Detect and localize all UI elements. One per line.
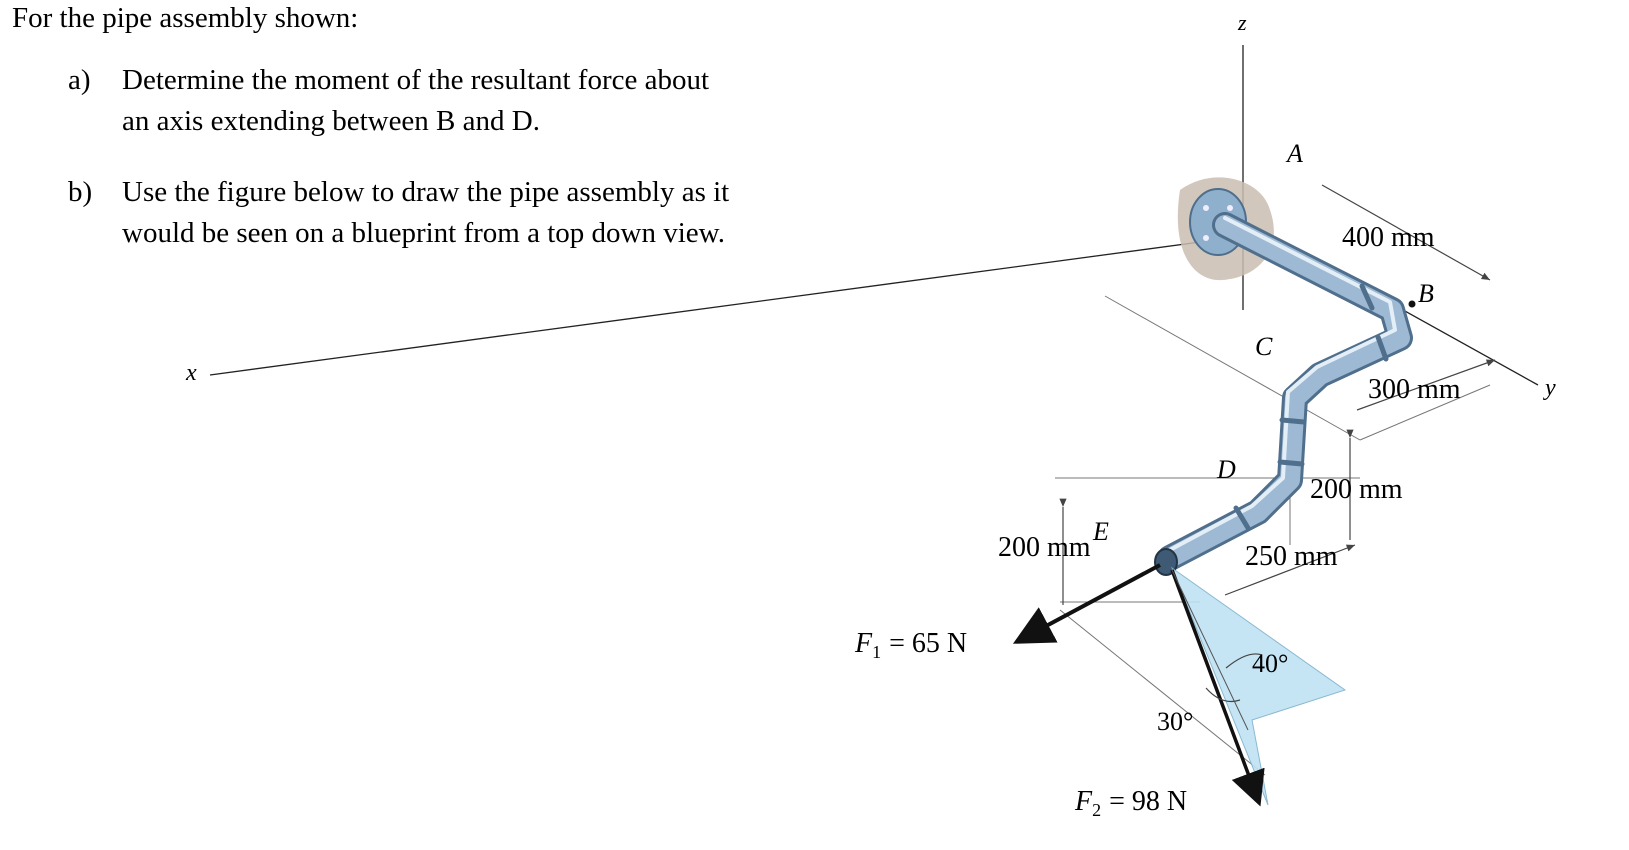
force-f2-label: F2 = 98 N	[1074, 786, 1187, 820]
dimension-200-left-label: 200 mm	[998, 532, 1091, 563]
angle-40-label: 40°	[1252, 649, 1288, 678]
angle-30-label: 30°	[1157, 707, 1193, 736]
point-a-label: A	[1285, 139, 1303, 168]
part-a-line-2: an axis extending between B and D.	[122, 105, 540, 137]
point-b-label: B	[1418, 279, 1434, 308]
z-axis-label: z	[1237, 10, 1247, 35]
pipe-coupling	[1279, 417, 1307, 425]
angle-30-arc	[1205, 687, 1241, 703]
force-f1-value: = 65 N	[889, 628, 967, 659]
guide-line	[1104, 295, 1361, 441]
point-c-label: C	[1255, 332, 1273, 361]
part-b-line-2: would be seen on a blueprint from a top …	[122, 217, 725, 249]
pipe-coupling	[1277, 459, 1305, 467]
pipe-coupling	[1359, 283, 1375, 311]
y-axis-label: y	[1543, 375, 1556, 401]
pipe-end-cap	[1154, 548, 1178, 576]
pipe-assembly	[1154, 212, 1416, 576]
point-d-label: D	[1216, 455, 1236, 484]
dim-300-line	[1356, 359, 1496, 411]
guide-line	[1359, 384, 1491, 441]
problem-intro: For the pipe assembly shown:	[12, 2, 359, 34]
construction-lines	[1055, 295, 1491, 776]
force-f1-symbol: F	[854, 628, 873, 659]
dimension-400-label: 400 mm	[1342, 222, 1435, 253]
force-f2-value: = 98 N	[1109, 786, 1187, 817]
force-plane	[1170, 566, 1347, 806]
pipe-highlight	[1166, 216, 1397, 553]
point-e-label: E	[1092, 517, 1109, 546]
f2-component-line	[1171, 569, 1249, 731]
part-b-line-1: Use the figure below to draw the pipe as…	[122, 176, 730, 208]
force-f1-subscript: 1	[872, 642, 881, 662]
f2-force-arrow	[1170, 569, 1265, 807]
flange-bolt	[1227, 205, 1233, 211]
dimension-200-right-label: 200 mm	[1310, 474, 1403, 505]
part-b-label: b)	[68, 176, 93, 208]
flange-bolt	[1203, 205, 1209, 211]
dimension-lines	[1059, 184, 1496, 605]
dimension-250-label: 250 mm	[1245, 541, 1338, 572]
f1-force-arrow	[1012, 563, 1161, 644]
guide-line	[1059, 609, 1266, 776]
pipe-coupling	[1233, 505, 1251, 531]
dimension-300-label: 300 mm	[1368, 374, 1461, 405]
angle-40-arc	[1225, 653, 1263, 669]
x-axis-label: x	[185, 360, 197, 386]
pipe-coupling	[1375, 334, 1389, 362]
part-a-line-1: Determine the moment of the resultant fo…	[122, 64, 710, 96]
force-f2-subscript: 2	[1092, 800, 1101, 820]
force-f2-symbol: F	[1074, 786, 1093, 817]
dim-400-line	[1321, 184, 1491, 281]
point-b-marker	[1408, 300, 1416, 308]
force-f1-label: F1 = 65 N	[854, 628, 967, 662]
part-a-label: a)	[68, 64, 91, 96]
x-axis-line	[209, 237, 1231, 376]
flange-bolt	[1203, 235, 1209, 241]
dim-250-line	[1224, 544, 1356, 596]
